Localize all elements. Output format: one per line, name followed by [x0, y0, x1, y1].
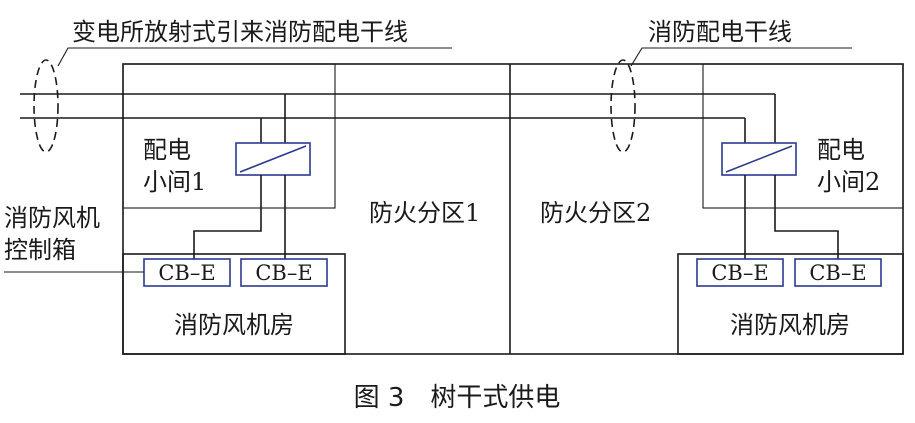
cb-box-3: [696, 258, 784, 287]
room2-label-line1: 配电: [817, 136, 865, 164]
cb-label-3: CB–E: [711, 261, 768, 285]
zone2-label: 防火分区2: [540, 199, 651, 227]
fan-room-1: [122, 253, 346, 355]
cb-box-2: [240, 258, 328, 287]
cb-label-1: CB–E: [158, 261, 215, 285]
room1-label-line1: 配电: [143, 136, 191, 164]
feeder-label: 消防配电干线: [648, 18, 792, 46]
cb-box-4: [794, 258, 882, 287]
fan-room-2: [677, 253, 904, 355]
fan-box-label-line1: 消防风机: [4, 204, 100, 232]
switch-box-1-diagonal: [239, 145, 307, 173]
fan-box-label-line2: 控制箱: [4, 236, 76, 264]
zone1-label: 防火分区1: [369, 199, 480, 227]
cable-bundle-marker-1: [33, 59, 59, 153]
fan-room1-label: 消防风机房: [174, 311, 294, 339]
figure-caption: 图 3 树干式供电: [354, 383, 561, 413]
cable-bundle-marker-2: [610, 59, 636, 153]
room1-label-line2: 小间1: [143, 168, 206, 196]
distribution-room-2: [702, 63, 904, 209]
main-feeder-label: 变电所放射式引来消防配电干线: [72, 18, 408, 46]
distribution-room-1: [122, 63, 336, 209]
room2-out-right: [774, 175, 839, 259]
feeder-leader: [630, 47, 852, 67]
room2-label-line2: 小间2: [817, 168, 880, 196]
fan-room2-label: 消防风机房: [730, 311, 850, 339]
main-feeder-leader: [57, 47, 452, 67]
room1-out-left: [193, 175, 262, 259]
cb-label-2: CB–E: [255, 261, 312, 285]
switch-box-2-diagonal: [725, 145, 793, 173]
building-outline: [122, 63, 904, 355]
cb-label-4: CB–E: [809, 261, 866, 285]
